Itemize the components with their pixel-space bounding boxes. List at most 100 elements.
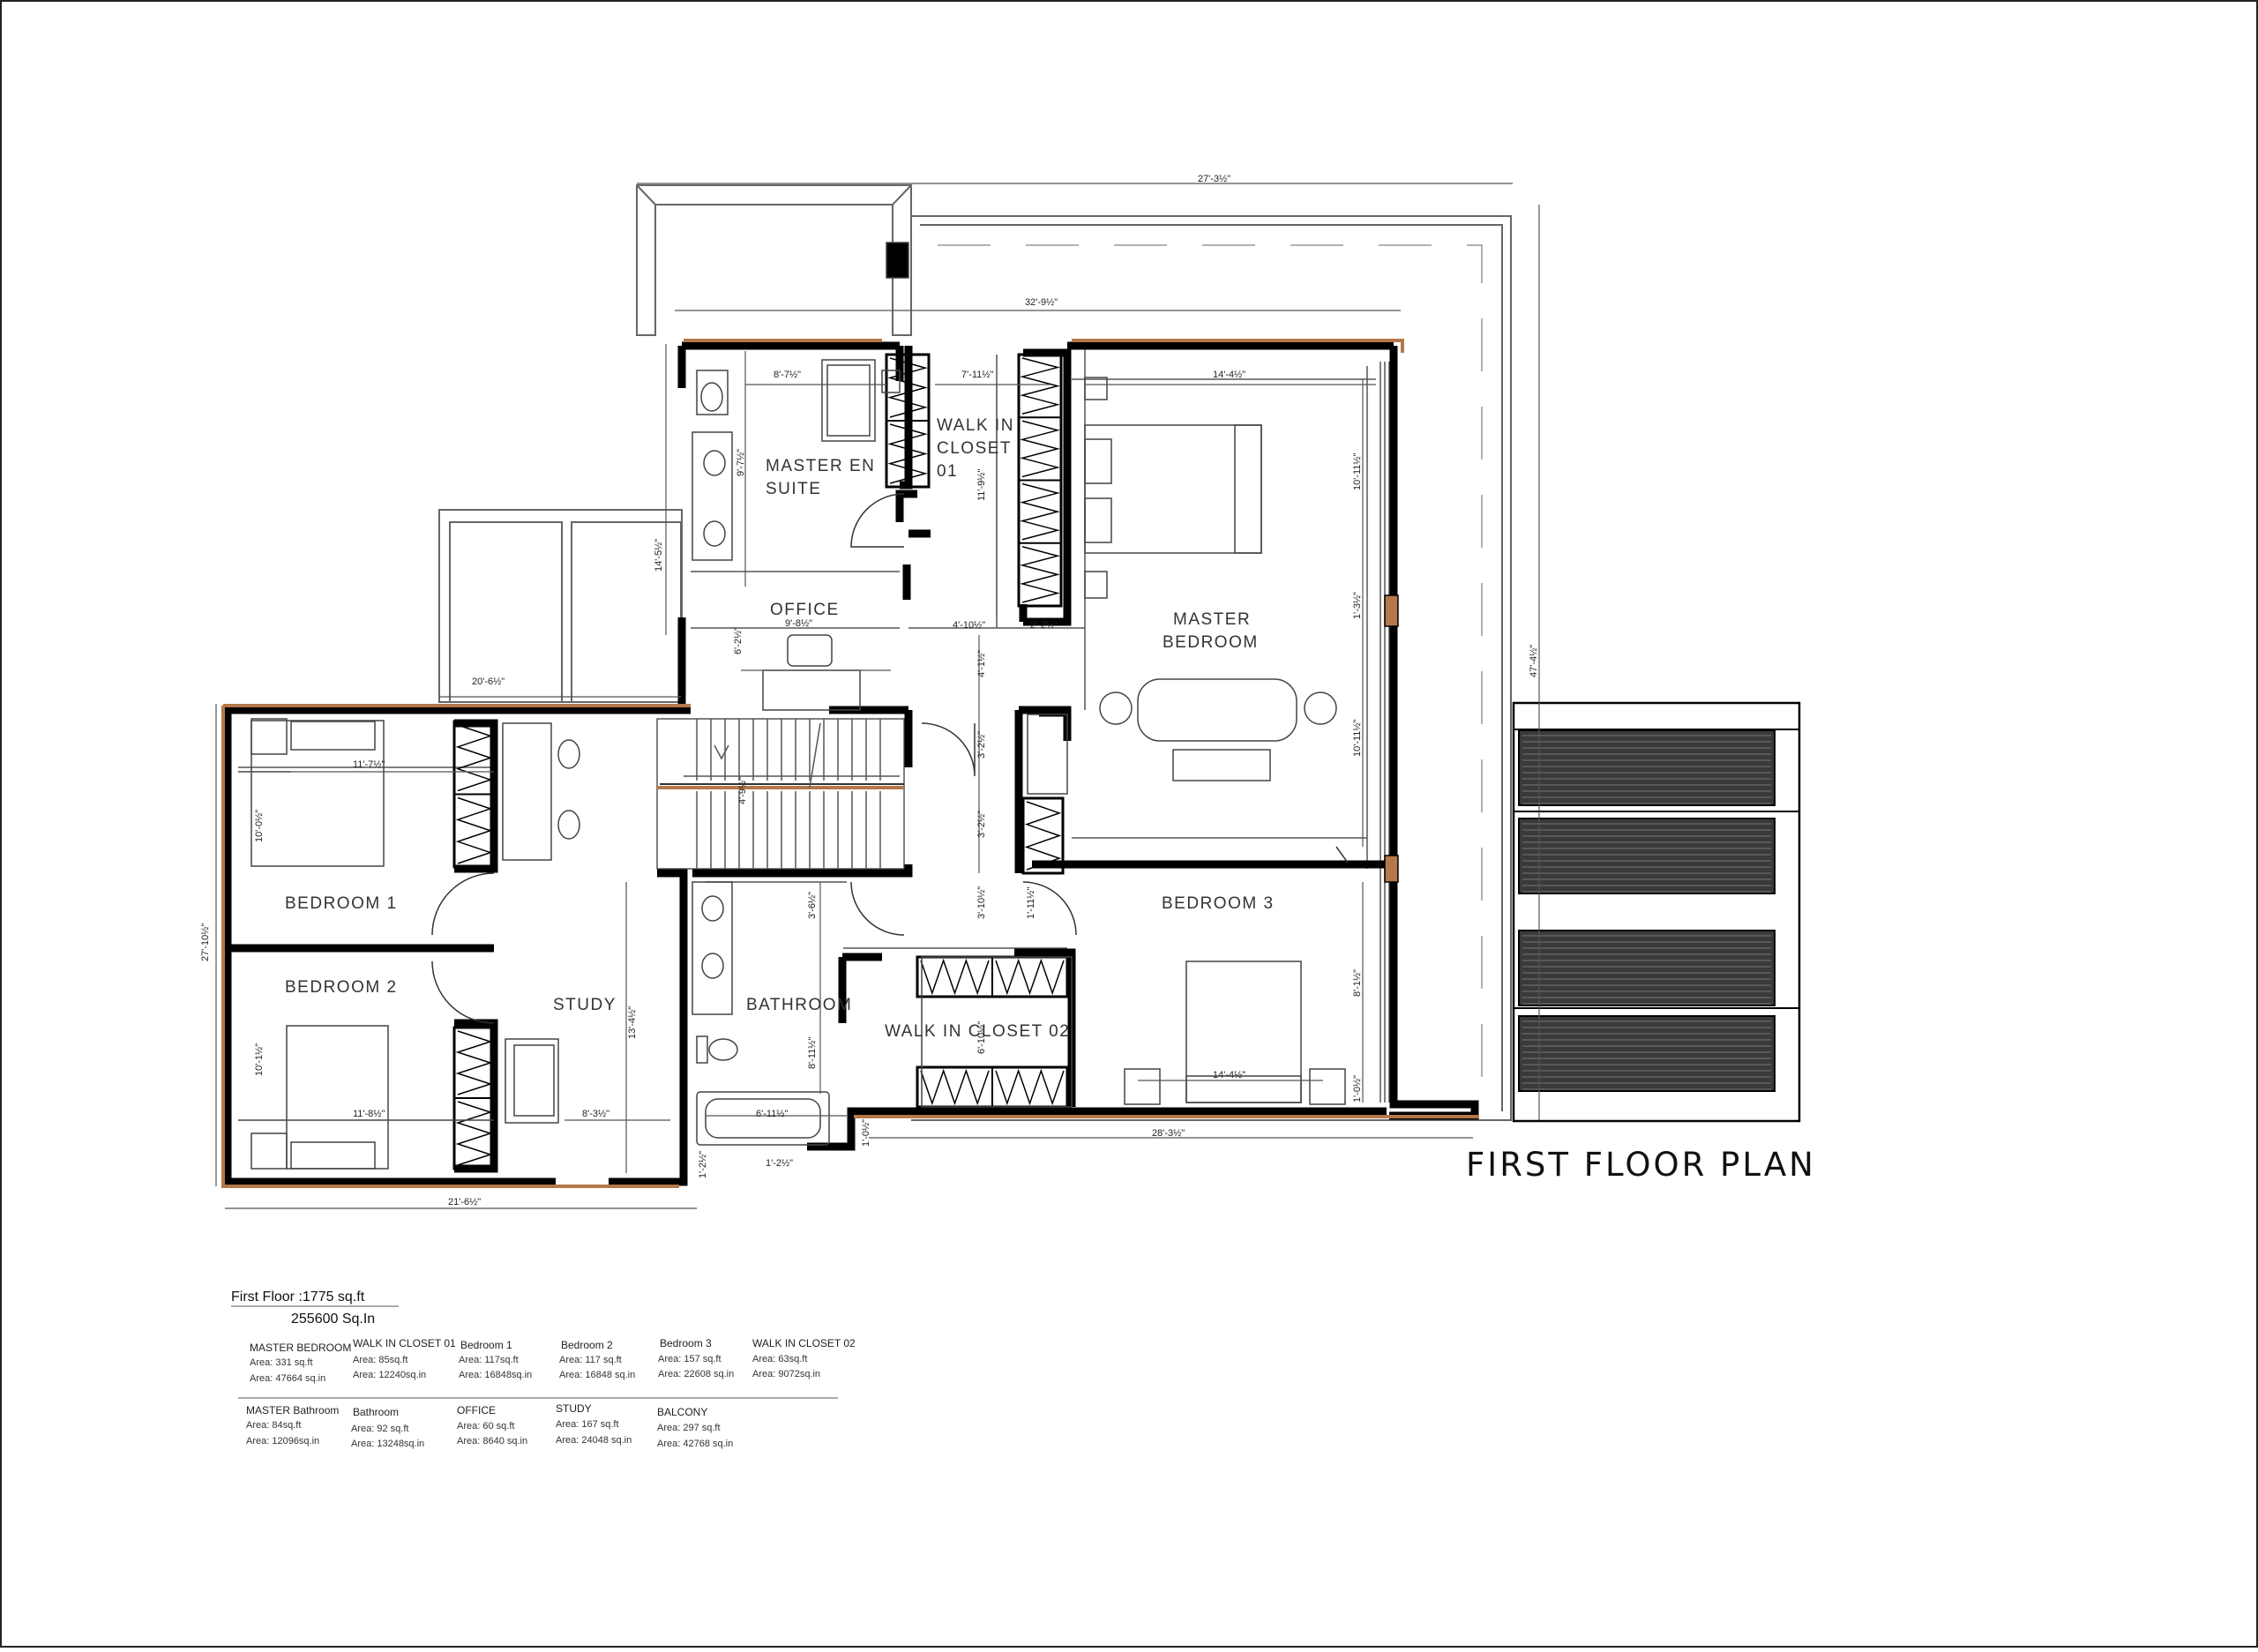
dim-balcony-height: 14'-5½" (654, 539, 664, 572)
staircase (656, 718, 905, 870)
area-name: MASTER Bathroom (246, 1404, 339, 1417)
fixtures (250, 242, 1399, 1170)
dim-wic02-b: 1'-11½" (1026, 887, 1036, 919)
terrace-outline (438, 184, 1512, 1121)
dim-top-overall: 27'-3½" (1198, 174, 1230, 184)
area-sqin: Area: 16848sq.in (459, 1370, 532, 1380)
dim-bath-a: 3'-6½" (807, 892, 818, 919)
dim-right-overall: 47'-4½" (1529, 645, 1539, 677)
room-labels: MASTER EN SUITE WALK IN CLOSET 01 MASTER… (285, 416, 1275, 1041)
room-label-wic01-l2: CLOSET (937, 439, 1012, 458)
door-swings (431, 493, 1349, 1024)
wardrobe-hanger (455, 796, 493, 864)
area-row-1: MASTER BEDROOM Area: 331 sq.ft Area: 476… (250, 1337, 856, 1384)
dim-bed3-width: 14'-4½" (1213, 1070, 1245, 1080)
area-sqin: Area: 47664 sq.in (250, 1373, 325, 1384)
dim-wic01-depth: 11'-9½" (976, 469, 987, 501)
room-label-wic01-l1: WALK IN (937, 416, 1014, 435)
room-label-study: STUDY (553, 996, 617, 1014)
dim-hall-d: 3'-2½" (976, 731, 987, 759)
wall-accent-trims (221, 339, 1479, 1188)
dim-small-b: 1'-2½" (766, 1158, 793, 1169)
wardrobe-hanger (920, 1068, 990, 1106)
room-label-master-en-suite-l1: MASTER EN (766, 457, 875, 475)
dim-bed3-b: 1'-0½" (1352, 1075, 1363, 1103)
area-name: OFFICE (457, 1404, 496, 1417)
area-name: Bedroom 1 (460, 1339, 512, 1351)
outer-walls (223, 341, 1479, 1186)
area-sqft: Area: 92 sq.ft (351, 1424, 408, 1434)
room-label-bathroom: BATHROOM (746, 996, 852, 1014)
wardrobe-hanger (887, 423, 928, 484)
wardrobe-hanger (1020, 357, 1060, 415)
room-label-bedroom-1: BEDROOM 1 (285, 894, 398, 913)
dim-master-width: 14'-4½" (1213, 370, 1245, 380)
area-sqin: Area: 9072sq.in (752, 1369, 820, 1379)
interior-lines (238, 344, 1390, 1121)
area-sqin: Area: 42768 sq.in (657, 1439, 733, 1449)
room-label-bedroom-3: BEDROOM 3 (1162, 894, 1275, 913)
dim-hall-f: 3'-10½" (976, 886, 987, 919)
dim-bath-b: 8'-11½" (807, 1037, 818, 1069)
dim-bed2-width: 11'-8½" (353, 1109, 385, 1119)
area-name: WALK IN CLOSET 01 (353, 1337, 456, 1349)
area-sqin: Area: 22608 sq.in (658, 1369, 734, 1379)
dim-hall-a: 4'-10½" (953, 620, 985, 631)
area-schedule: First Floor :1775 sq.ft 255600 Sq.In MAS… (231, 1289, 856, 1449)
area-sqin: Area: 13248sq.in (351, 1439, 424, 1449)
room-label-wic01-l3: 01 (937, 462, 958, 481)
dim-hall-e: 3'-2½" (976, 811, 987, 838)
area-sqft: Area: 157 sq.ft (658, 1354, 722, 1364)
dim-master-right-c: 10'-11½" (1352, 719, 1363, 757)
plan-title: FIRST FLOOR PLAN (1466, 1146, 1816, 1184)
dim-master-right-a: 10'-11½" (1352, 452, 1363, 490)
dim-bottom-right: 28'-3½" (1152, 1128, 1185, 1139)
area-name: MASTER BEDROOM (250, 1342, 351, 1354)
wardrobe-hanger (455, 1030, 493, 1095)
room-label-master-bedroom-l2: BEDROOM (1163, 633, 1259, 652)
area-row-2: MASTER Bathroom Area: 84sq.ft Area: 1209… (246, 1402, 733, 1449)
dim-office-depth: 6'-2½" (733, 627, 744, 654)
area-sqin: Area: 8640 sq.in (457, 1436, 527, 1446)
dim-top-inner: 32'-9½" (1025, 297, 1058, 308)
room-label-bedroom-2: BEDROOM 2 (285, 978, 398, 997)
dim-study-depth: 13'-4½" (627, 1006, 638, 1039)
area-sqft: Area: 297 sq.ft (657, 1423, 721, 1433)
area-sqft: Area: 331 sq.ft (250, 1357, 313, 1368)
area-name: Bedroom 3 (660, 1337, 712, 1349)
dim-bed2-depth: 10'-1½" (254, 1043, 265, 1076)
room-label-office: OFFICE (770, 601, 840, 619)
dim-en-suite-depth: 9'-7½" (736, 449, 746, 476)
dim-small-a: 1'-0½" (861, 1119, 871, 1147)
dimension-labels: 27'-3½" 32'-9½" 47'-4½" 27'-10½" 20'-6½"… (200, 174, 1539, 1207)
wardrobe-hanger (887, 357, 928, 418)
dim-wic01-width: 7'-11½" (961, 370, 993, 380)
dim-bed1-width: 11'-7½" (353, 759, 385, 770)
dim-wic02-a: 6'-10½" (976, 1021, 987, 1054)
dim-bed1-depth: 10'-0½" (254, 810, 265, 842)
dimension-lines (215, 183, 1540, 1209)
wardrobe-hanger (995, 1068, 1065, 1106)
dim-left-overall: 27'-10½" (200, 923, 211, 961)
room-label-master-en-suite-l2: SUITE (766, 480, 821, 498)
wardrobe-hanger (1020, 420, 1060, 478)
area-sqft: Area: 84sq.ft (246, 1420, 301, 1431)
area-name: BALCONY (657, 1406, 707, 1418)
area-sqin: Area: 16848 sq.in (559, 1370, 635, 1380)
area-sqft: Area: 117 sq.ft (559, 1355, 622, 1365)
area-name: STUDY (556, 1402, 592, 1415)
area-total-sqft: First Floor :1775 sq.ft (231, 1289, 365, 1304)
wardrobe-hanger (1020, 482, 1060, 541)
area-sqft: Area: 167 sq.ft (556, 1419, 619, 1430)
area-sqft: Area: 60 sq.ft (457, 1421, 514, 1431)
dim-master-right-b: 1'-3½" (1352, 592, 1363, 619)
area-sqin: Area: 12240sq.in (353, 1370, 426, 1380)
dim-small-c: 1'-2½" (698, 1151, 708, 1178)
wardrobe-hanger (455, 724, 493, 792)
solar-panel-block (1512, 701, 1801, 1123)
area-sqft: Area: 63sq.ft (752, 1354, 807, 1364)
area-sqin: Area: 12096sq.in (246, 1436, 319, 1446)
